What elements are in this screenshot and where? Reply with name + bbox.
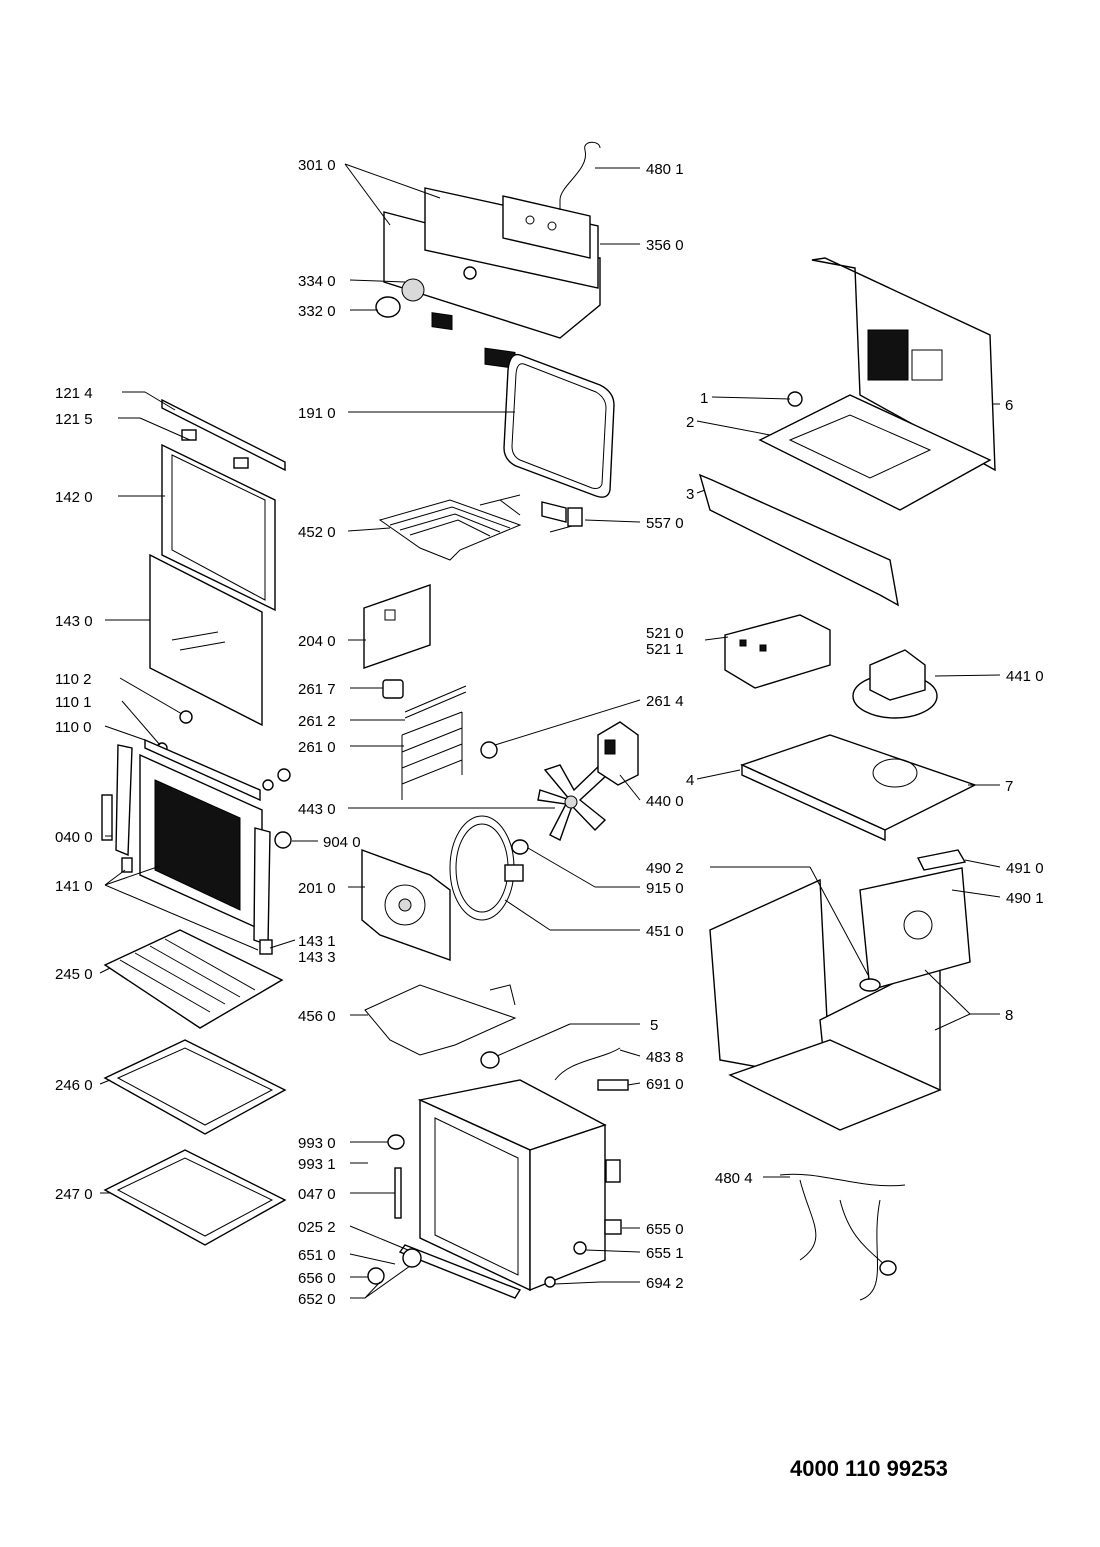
label-904-0: 904 0: [323, 834, 361, 851]
label-141-0: 141 0: [55, 878, 93, 895]
wiring-harness-drawing: [779, 1173, 906, 1301]
label-201-0: 201 0: [298, 880, 336, 897]
deep-tray-drawing: [103, 1149, 287, 1246]
label-6: 6: [1005, 397, 1013, 414]
label-456-0: 456 0: [298, 1008, 336, 1025]
label-5: 5: [650, 1017, 658, 1034]
label-356-0: 356 0: [646, 237, 684, 254]
label-440-0: 440 0: [646, 793, 684, 810]
cooling-fan-drawing: [852, 649, 938, 719]
label-451-0: 451 0: [646, 923, 684, 940]
bottom-element-drawing: [364, 984, 517, 1056]
label-245-0: 245 0: [55, 966, 93, 983]
label-143-0: 143 0: [55, 613, 93, 630]
label-2: 2: [686, 414, 694, 431]
fan-drawing: [537, 721, 639, 841]
label-480-1: 480 1: [646, 161, 684, 178]
document-number: 4000 110 99253: [790, 1456, 948, 1481]
label-110-1: 110 1: [55, 694, 91, 711]
label-691-0: 691 0: [646, 1076, 684, 1093]
inner-door-frame-drawing: [161, 443, 276, 612]
label-521-1: 521 1: [646, 641, 684, 658]
label-110-2: 110 2: [55, 671, 91, 688]
label-261-0: 261 0: [298, 739, 336, 756]
outer-door-drawing: [101, 738, 292, 955]
label-191-0: 191 0: [298, 405, 336, 422]
label-143-1: 143 1: [298, 933, 336, 950]
label-443-0: 443 0: [298, 801, 336, 818]
shelf-supports-drawing: [382, 679, 498, 800]
label-261-4: 261 4: [646, 693, 684, 710]
label-301-0: 301 0: [298, 157, 336, 174]
electronic-board-drawing: [724, 614, 831, 689]
label-040-0: 040 0: [55, 829, 93, 846]
label-993-1: 993 1: [298, 1156, 336, 1173]
outer-casing-drawing: [709, 867, 971, 1131]
label-521-0: 521 0: [646, 625, 684, 642]
grill-element-drawing: [378, 494, 522, 561]
door-glass-drawing: [149, 553, 263, 727]
leader-lines: [99, 163, 1001, 1299]
middle-plate-drawing: [740, 734, 977, 842]
label-490-2: 490 2: [646, 860, 684, 877]
door-gasket-drawing: [503, 353, 615, 498]
label-483-8: 483 8: [646, 1049, 684, 1066]
rear-panel-drawing: [363, 584, 431, 669]
label-557-0: 557 0: [646, 515, 684, 532]
label-915-0: 915 0: [646, 880, 684, 897]
label-110-0: 110 0: [55, 719, 91, 736]
label-652-0: 652 0: [298, 1291, 336, 1308]
label-143-3: 143 3: [298, 949, 336, 966]
label-247-0: 247 0: [55, 1186, 93, 1203]
label-7: 7: [1005, 778, 1013, 795]
label-491-0: 491 0: [1006, 860, 1044, 877]
label-8: 8: [1005, 1007, 1013, 1024]
label-490-1: 490 1: [1006, 890, 1044, 907]
label-441-0: 441 0: [1006, 668, 1044, 685]
label-480-4: 480 4: [715, 1170, 753, 1187]
label-261-2: 261 2: [298, 713, 336, 730]
label-047-0: 047 0: [298, 1186, 336, 1203]
fan-cover-drawing: [361, 848, 451, 961]
circular-element-drawing: [449, 815, 529, 921]
motor-bracket-drawing: [541, 501, 583, 533]
label-4: 4: [686, 772, 694, 789]
label-204-0: 204 0: [298, 633, 336, 650]
label-452-0: 452 0: [298, 524, 336, 541]
label-656-0: 656 0: [298, 1270, 336, 1287]
label-261-7: 261 7: [298, 681, 336, 698]
label-334-0: 334 0: [298, 273, 336, 290]
wire-rack-drawing: [103, 929, 284, 1029]
label-694-2: 694 2: [646, 1275, 684, 1292]
callout-labels: 301 0 480 1 356 0 334 0 332 0 121 4 121 …: [55, 157, 1044, 1308]
label-655-1: 655 1: [646, 1245, 684, 1262]
label-246-0: 246 0: [55, 1077, 93, 1094]
label-3: 3: [686, 486, 694, 503]
door-trim-drawing: [161, 398, 286, 472]
control-panel-drawing: [375, 141, 601, 369]
label-025-2: 025 2: [298, 1219, 336, 1236]
label-1: 1: [700, 390, 708, 407]
label-121-5: 121 5: [55, 411, 93, 428]
label-651-0: 651 0: [298, 1247, 336, 1264]
oven-cavity-drawing: [367, 1047, 629, 1299]
label-993-0: 993 0: [298, 1135, 336, 1152]
label-121-4: 121 4: [55, 385, 93, 402]
label-332-0: 332 0: [298, 303, 336, 320]
label-655-0: 655 0: [646, 1221, 684, 1238]
shallow-tray-drawing: [103, 1039, 287, 1135]
label-142-0: 142 0: [55, 489, 93, 506]
top-housing-drawing: [698, 257, 996, 607]
